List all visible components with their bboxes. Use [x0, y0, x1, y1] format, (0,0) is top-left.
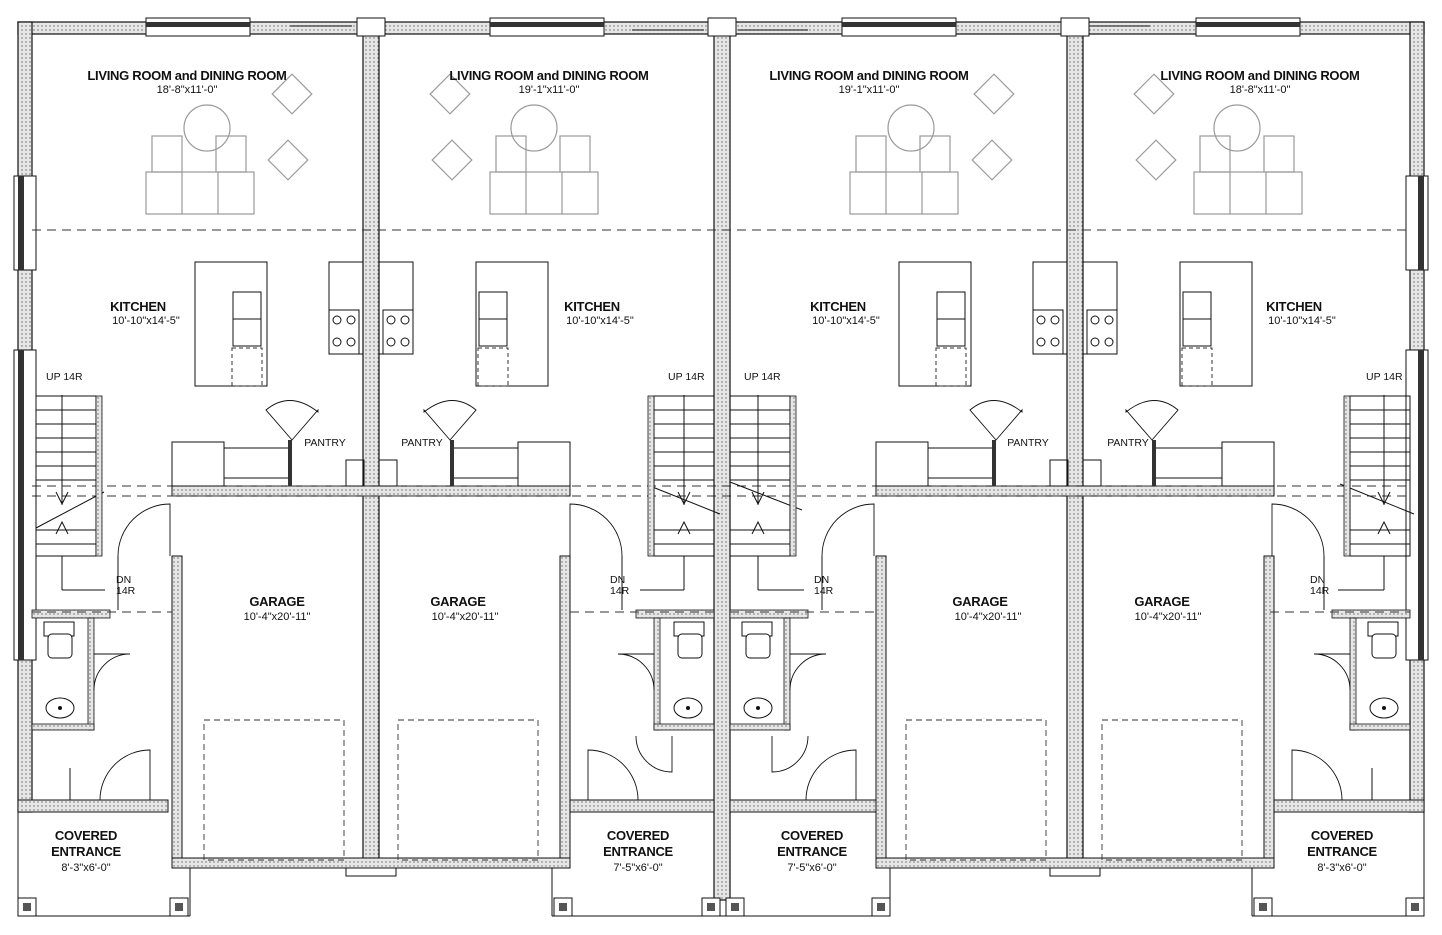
stair [1338, 395, 1415, 591]
living-room-dims: 19'-1"x11'-0" [839, 84, 900, 96]
stair-dn-risers: 14R [610, 585, 630, 597]
stair-dn-label: DN [116, 574, 131, 586]
stair-dn-risers: 14R [814, 585, 834, 597]
stair [729, 395, 804, 591]
range [1086, 309, 1118, 355]
unit-1: LIVING ROOM and DINING ROOM 18'-8"x11'-0… [31, 68, 365, 874]
stair-up-label: UP 14R [46, 371, 83, 383]
living-room-dims: 18'-8"x11'-0" [1230, 84, 1291, 96]
stair-dn-risers: 14R [116, 585, 136, 597]
kitchen-label: KITCHEN [564, 299, 620, 314]
unit-2: LIVING ROOM and DINING ROOM 19'-1"x11'-0… [378, 68, 721, 874]
kitchen-island [898, 261, 972, 387]
kitchen-island [475, 261, 549, 387]
stair [35, 395, 105, 591]
stair-dn-risers: 14R [1310, 585, 1330, 597]
garage-dims: 10'-4"x20'-11" [955, 611, 1022, 623]
living-furniture [1133, 73, 1303, 215]
stair-up-label: UP 14R [1366, 371, 1403, 383]
entrance-dims: 7'-5"x6'-0" [787, 862, 836, 874]
kitchen-label: KITCHEN [110, 299, 166, 314]
unit-4: LIVING ROOM and DINING ROOM 18'-8"x11'-0… [1082, 68, 1415, 874]
kitchen-dims: 10'-10"x14'-5" [812, 315, 880, 327]
living-room-label: LIVING ROOM and DINING ROOM [87, 68, 286, 83]
living-room-dims: 18'-8"x11'-0" [157, 84, 218, 96]
pantry-label: PANTRY [304, 437, 346, 449]
range [382, 309, 414, 355]
stair [640, 395, 721, 591]
kitchen-label: KITCHEN [810, 299, 866, 314]
garage-label: GARAGE [952, 594, 1008, 609]
stair-dn-label: DN [814, 574, 829, 586]
living-furniture [429, 73, 599, 215]
kitchen-dims: 10'-10"x14'-5" [112, 315, 180, 327]
kitchen-island [194, 261, 268, 387]
living-room-label: LIVING ROOM and DINING ROOM [1160, 68, 1359, 83]
stair-up-label: UP 14R [744, 371, 781, 383]
stair-dn-label: DN [610, 574, 625, 586]
pantry-label: PANTRY [401, 437, 443, 449]
entrance-dims: 8'-3"x6'-0" [61, 862, 110, 874]
entrance-label-line2: ENTRANCE [51, 844, 121, 859]
living-furniture [849, 73, 1015, 215]
entrance-label-line1: COVERED [1311, 828, 1373, 843]
entrance-label-line2: ENTRANCE [603, 844, 673, 859]
entrance-label-line2: ENTRANCE [1307, 844, 1377, 859]
living-room-label: LIVING ROOM and DINING ROOM [449, 68, 648, 83]
garage-label: GARAGE [249, 594, 305, 609]
entrance-label-line1: COVERED [781, 828, 843, 843]
living-room-dims: 19'-1"x11'-0" [519, 84, 580, 96]
stair-dn-label: DN [1310, 574, 1325, 586]
garage-dims: 10'-4"x20'-11" [432, 611, 499, 623]
living-furniture [145, 73, 313, 215]
entrance-label-line1: COVERED [55, 828, 117, 843]
entrance-label-line1: COVERED [607, 828, 669, 843]
range [1032, 309, 1064, 355]
garage-label: GARAGE [430, 594, 486, 609]
range [328, 309, 360, 355]
living-room-label: LIVING ROOM and DINING ROOM [769, 68, 968, 83]
entrance-dims: 8'-3"x6'-0" [1317, 862, 1366, 874]
kitchen-dims: 10'-10"x14'-5" [566, 315, 634, 327]
entrance-label-line2: ENTRANCE [777, 844, 847, 859]
garage-dims: 10'-4"x20'-11" [244, 611, 311, 623]
kitchen-dims: 10'-10"x14'-5" [1268, 315, 1336, 327]
garage-dims: 10'-4"x20'-11" [1135, 611, 1202, 623]
stair-up-label: UP 14R [668, 371, 705, 383]
kitchen-label: KITCHEN [1266, 299, 1322, 314]
pantry-label: PANTRY [1007, 437, 1049, 449]
entrance-dims: 7'-5"x6'-0" [613, 862, 662, 874]
pantry-label: PANTRY [1107, 437, 1149, 449]
unit-3: LIVING ROOM and DINING ROOM 19'-1"x11'-0… [729, 68, 1069, 874]
kitchen-island [1179, 261, 1253, 387]
walls [13, 17, 1429, 917]
garage-label: GARAGE [1134, 594, 1190, 609]
